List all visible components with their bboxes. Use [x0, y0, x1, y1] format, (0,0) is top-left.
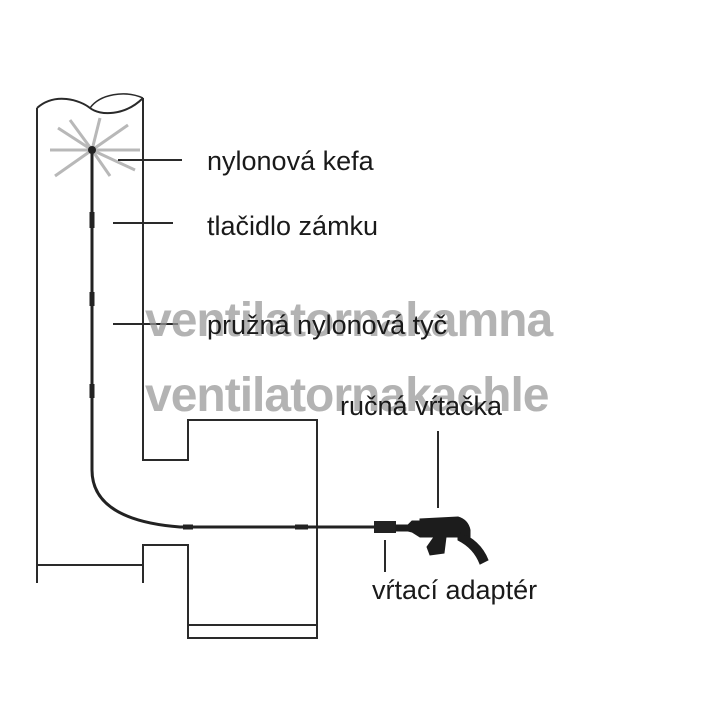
label-hand-drill: ručná vŕtačka	[340, 391, 503, 421]
flue-pipe-top-opening	[36, 97, 144, 115]
hand-drill-icon	[395, 516, 489, 565]
flexible-rod	[90, 150, 410, 529]
label-drill-adapter: vŕtací adaptér	[372, 575, 538, 605]
label-nylon-brush: nylonová kefa	[207, 146, 374, 176]
label-flexible-rod: pružná nylonová tyč	[207, 310, 448, 340]
rod-joints	[89, 212, 308, 530]
nylon-brush-icon	[50, 117, 140, 178]
watermark-line-1: ventilatornakamna	[145, 294, 553, 347]
watermark-line-2: ventilatornakachle	[145, 369, 549, 422]
label-lock-button: tlačidlo zámku	[207, 211, 379, 241]
flue-pipe-top-opening-back	[89, 93, 144, 109]
flue-pipe-right-wall	[142, 98, 318, 639]
drill-adapter	[374, 521, 396, 533]
